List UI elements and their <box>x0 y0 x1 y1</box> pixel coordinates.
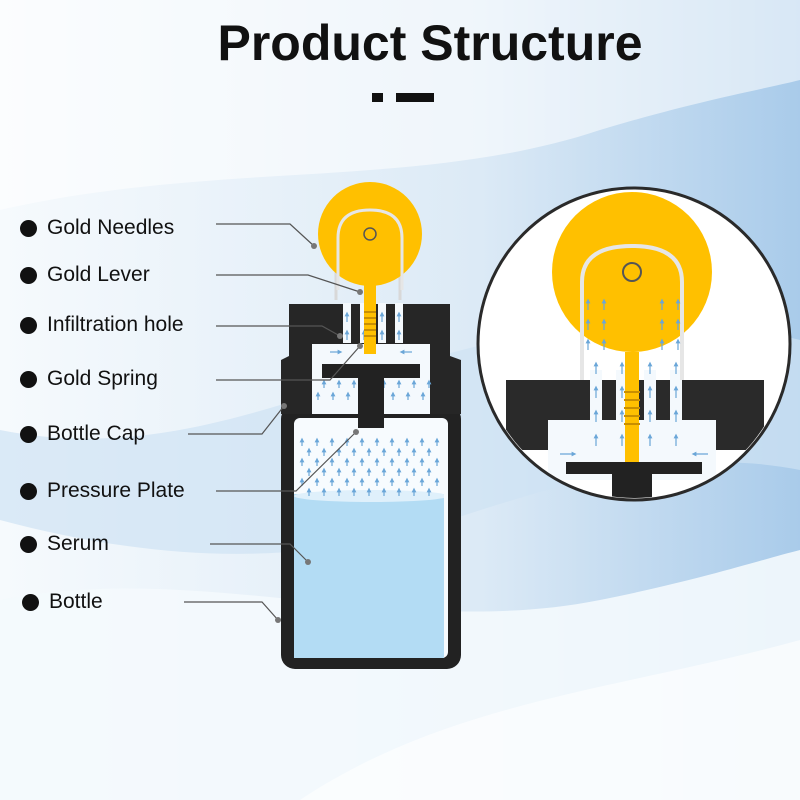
bullet-dot-icon <box>20 535 37 553</box>
label-text: Infiltration hole <box>47 313 184 336</box>
label-infiltration-hole: Infiltration hole <box>20 313 184 337</box>
label-pressure-plate: Pressure Plate <box>20 479 185 503</box>
leader-infiltration-hole <box>216 325 341 337</box>
label-text: Gold Needles <box>47 216 175 239</box>
label-text: Gold Spring <box>47 367 158 390</box>
label-gold-lever: Gold Lever <box>20 263 150 287</box>
bullet-dot-icon <box>20 219 37 237</box>
title-underline-long <box>396 93 434 102</box>
label-gold-needles: Gold Needles <box>20 216 174 240</box>
label-gold-spring: Gold Spring <box>20 367 158 391</box>
label-text: Bottle <box>49 590 103 613</box>
airflow-arrows-bottle <box>299 437 440 496</box>
leader-endpoints <box>275 243 363 623</box>
bullet-dot-icon <box>22 593 39 611</box>
magnifier-inset <box>476 186 792 502</box>
gold-needles <box>318 182 422 290</box>
leader-gold-needles <box>216 223 315 247</box>
label-text: Gold Lever <box>47 263 150 286</box>
leader-pressure-plate <box>216 431 357 492</box>
leader-gold-lever <box>216 274 361 293</box>
label-bottle: Bottle <box>22 590 103 614</box>
leader-bottle-cap <box>188 405 285 435</box>
leader-bottle <box>184 601 279 621</box>
bullet-dot-icon <box>20 316 37 334</box>
title-underline-short <box>372 93 383 102</box>
gold-spring <box>364 311 376 337</box>
leader-serum <box>210 543 309 563</box>
label-text: Bottle Cap <box>47 422 146 445</box>
leader-gold-spring <box>216 345 361 381</box>
serum <box>294 490 444 658</box>
pressure-plate <box>322 364 420 428</box>
bullet-dot-icon <box>20 266 37 284</box>
label-serum: Serum <box>20 532 109 556</box>
leader-lines <box>184 223 361 621</box>
bullet-dot-icon <box>20 482 37 500</box>
label-text: Pressure Plate <box>47 479 185 502</box>
label-bottle-cap: Bottle Cap <box>20 422 145 446</box>
bullet-dot-icon <box>20 370 37 388</box>
page-title: Product Structure <box>217 15 643 71</box>
bullet-dot-icon <box>20 425 37 443</box>
airflow-arrows-zoom <box>560 298 708 457</box>
label-text: Serum <box>47 532 109 555</box>
